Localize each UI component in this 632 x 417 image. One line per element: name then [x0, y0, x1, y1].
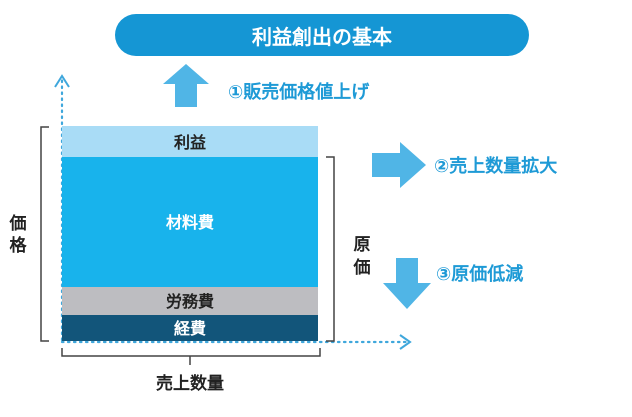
title-banner [115, 14, 529, 56]
overhead-label: 経費 [174, 319, 206, 338]
strategy-volume-expansion: ②売上数量拡大 [434, 155, 557, 177]
volume-bracket [61, 348, 321, 357]
materials-label: 材料費 [166, 213, 214, 232]
cost-label-1: 原 [354, 235, 371, 255]
diagram-title: 利益創出の基本 [252, 25, 392, 49]
profit-block [62, 126, 318, 157]
cost-reduction-arrow-icon [383, 258, 431, 309]
price-label-1: 価 [9, 213, 27, 234]
cost-bracket [326, 156, 335, 342]
price-label-2: 格 [10, 235, 28, 256]
strategy-price-increase: ①販売価格値上げ [228, 81, 370, 103]
cost-label-2: 価 [353, 257, 371, 278]
volume-expansion-arrow-icon [372, 142, 426, 188]
sales-volume-label: 売上数量 [156, 373, 224, 394]
price-increase-arrow-icon [163, 64, 209, 107]
price-bracket [40, 126, 49, 342]
profit-label: 利益 [174, 133, 206, 152]
materials-block [62, 157, 318, 287]
price-axis-arrowhead [54, 74, 70, 88]
strategy-cost-reduction: ③原価低減 [436, 263, 523, 285]
labor-label: 労務費 [166, 292, 214, 311]
labor-block [62, 287, 318, 315]
volume-axis-arrowhead [399, 334, 412, 350]
overhead-block [62, 315, 318, 341]
